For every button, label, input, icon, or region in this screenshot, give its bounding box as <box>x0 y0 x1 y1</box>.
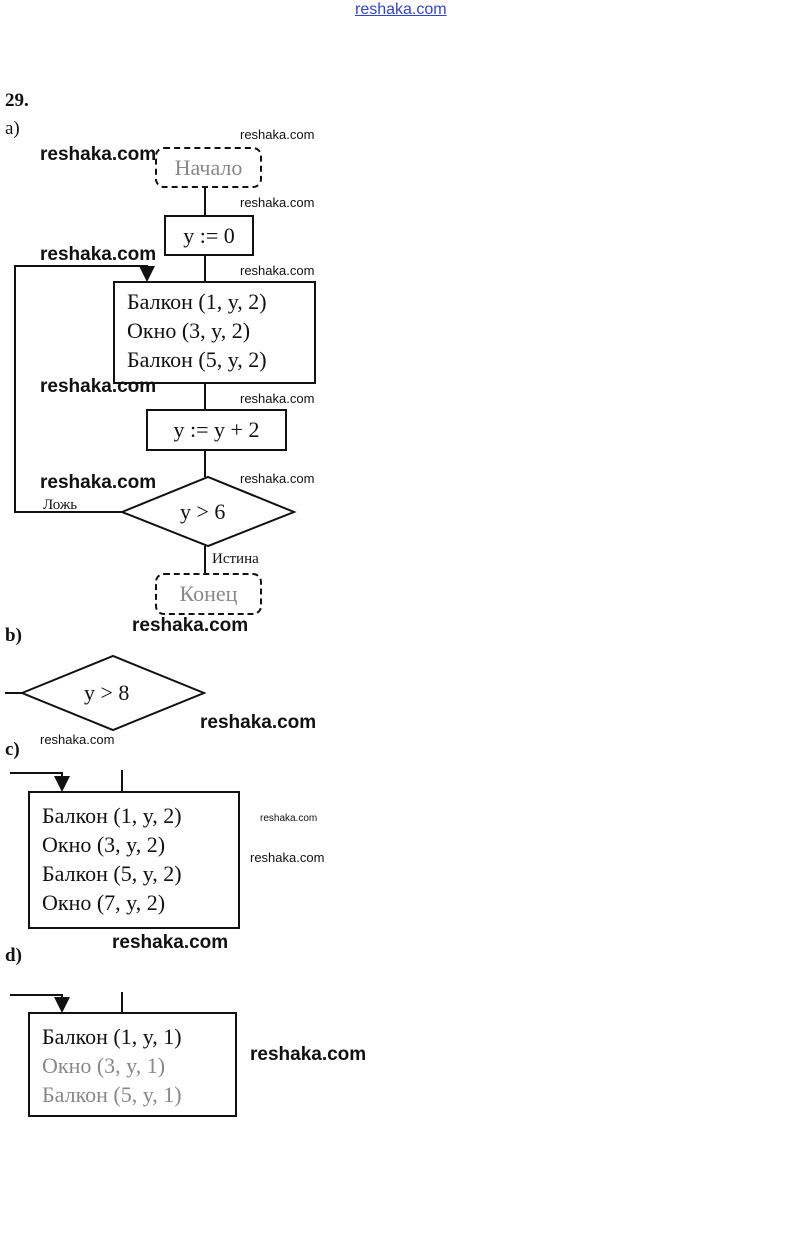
end-text: Конец <box>179 581 238 606</box>
init-process: y := 0 <box>164 215 254 256</box>
watermark: reshaka.com <box>240 471 315 486</box>
watermark: reshaka.com <box>240 391 315 406</box>
body-line: Балкон (1, y, 1) <box>42 1024 182 1049</box>
init-text: y := 0 <box>183 223 235 248</box>
condition-text-a: y > 6 <box>180 499 226 524</box>
part-c-label: c) <box>5 739 20 760</box>
body-process-d: Балкон (1, y, 1) Окно (3, y, 1) Балкон (… <box>28 1012 237 1117</box>
true-label: Истина <box>212 551 259 567</box>
increment-process: y := y + 2 <box>146 409 287 451</box>
watermark: reshaka.com <box>112 932 229 953</box>
watermark: reshaka.com <box>40 144 157 165</box>
body-process-a: Балкон (1, y, 2) Окно (3, y, 2) Балкон (… <box>113 281 316 384</box>
watermark: reshaka.com <box>240 127 315 142</box>
body-line: Окно (3, y, 2) <box>127 318 251 343</box>
start-terminal: Начало <box>155 147 262 188</box>
increment-text: y := y + 2 <box>173 417 260 442</box>
decision-diamond-b <box>19 654 207 732</box>
watermark: reshaka.com <box>250 1044 367 1065</box>
body-line: Окно (3, y, 2) <box>42 832 166 857</box>
watermark: reshaka.com <box>40 472 157 493</box>
part-b-label: b) <box>5 625 22 646</box>
body-line: Окно (3, y, 1) <box>42 1053 166 1078</box>
body-process-c: Балкон (1, y, 2) Окно (3, y, 2) Балкон (… <box>28 791 240 929</box>
loop-arrow-d <box>10 994 70 1013</box>
body-line: Балкон (5, y, 2) <box>127 347 267 372</box>
condition-text-b: y > 8 <box>84 680 130 705</box>
watermark: reshaka.com <box>40 244 157 265</box>
watermark: reshaka.com <box>260 813 318 824</box>
watermark: reshaka.com <box>40 376 157 397</box>
end-terminal: Конец <box>155 573 262 615</box>
watermark: reshaka.com <box>250 850 325 865</box>
loop-back-arrow <box>14 265 155 513</box>
watermark: reshaka.com <box>200 712 317 733</box>
part-a-label: a) <box>5 118 20 139</box>
loop-arrow-c <box>10 772 70 792</box>
watermark: reshaka.com <box>240 195 315 210</box>
watermark: reshaka.com <box>240 263 315 278</box>
false-label: Ложь <box>43 497 78 513</box>
body-line: Балкон (5, y, 2) <box>42 861 182 886</box>
problem-number: 29. <box>5 90 29 111</box>
watermark: reshaka.com <box>132 615 249 636</box>
header-watermark-link[interactable]: reshaka.com <box>355 1 447 18</box>
start-text: Начало <box>174 155 243 180</box>
body-line: Окно (7, y, 2) <box>42 890 166 915</box>
watermark: reshaka.com <box>40 732 115 747</box>
decision-diamond-a <box>119 475 297 548</box>
part-d-label: d) <box>5 945 22 966</box>
body-line: Балкон (1, y, 2) <box>127 289 267 314</box>
body-line: Балкон (5, y, 1) <box>42 1082 182 1107</box>
body-line: Балкон (1, y, 2) <box>42 803 182 828</box>
